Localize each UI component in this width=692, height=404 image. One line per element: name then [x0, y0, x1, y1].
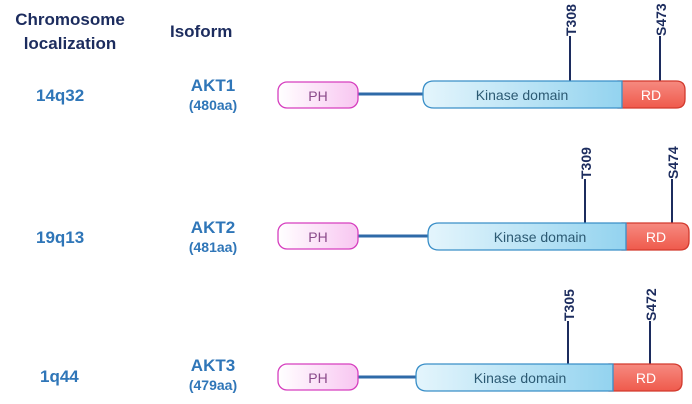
kinase-domain-label: Kinase domain: [476, 87, 569, 103]
protein-akt3: T305 S472 PH Kinase domain RD: [277, 288, 683, 392]
site-label-t308: T308: [563, 4, 579, 36]
kinase-domain: [422, 80, 623, 109]
protein-akt1: T308 S473 PH Kinase domain RD: [277, 3, 686, 109]
ph-domain-label: PH: [308, 88, 327, 104]
site-label-t305: T305: [561, 289, 577, 321]
chromosome-header-line1: Chromosome: [15, 10, 125, 29]
isoform-header: Isoform: [170, 22, 233, 41]
kinase-domain-label: Kinase domain: [474, 370, 567, 386]
ph-domain-label: PH: [308, 370, 327, 386]
chromosome-label-akt2: 19q13: [36, 228, 85, 247]
rd-domain: [617, 80, 686, 109]
isoform-length: (480aa): [188, 97, 238, 113]
rd-domain-label: RD: [646, 229, 666, 245]
kinase-domain: [415, 363, 614, 392]
chromosome-label-akt3: 1q44: [40, 367, 79, 386]
site-label-s472: S472: [643, 288, 659, 321]
ph-domain: [277, 363, 359, 391]
protein-akt2: T309 S474 PH Kinase domain RD: [277, 146, 690, 251]
rd-domain-label: RD: [636, 370, 656, 386]
chromosome-header-line2: localization: [23, 34, 117, 53]
rd-domain: [621, 222, 690, 251]
ph-domain: [277, 81, 359, 109]
kinase-domain-label: Kinase domain: [494, 229, 587, 245]
site-label-s474: S474: [665, 146, 681, 179]
site-label-t309: T309: [578, 147, 594, 179]
rd-domain: [608, 363, 683, 392]
chromosome-label-akt1: 14q32: [36, 86, 85, 105]
isoform-label-akt2: AKT2 (481aa): [178, 218, 248, 256]
isoform-label-akt3: AKT3 (479aa): [178, 356, 248, 394]
site-label-s473: S473: [653, 3, 669, 36]
ph-domain-label: PH: [308, 229, 327, 245]
isoform-length: (479aa): [188, 377, 238, 393]
isoform-name: AKT2: [190, 218, 236, 237]
isoform-name: AKT1: [190, 76, 236, 95]
isoform-length: (481aa): [188, 239, 238, 255]
chromosome-header: Chromosome localization: [0, 8, 140, 56]
rd-domain-label: RD: [641, 87, 661, 103]
isoform-name: AKT3: [190, 356, 236, 375]
ph-domain: [277, 222, 359, 250]
isoform-label-akt1: AKT1 (480aa): [178, 76, 248, 114]
kinase-domain: [427, 222, 627, 251]
